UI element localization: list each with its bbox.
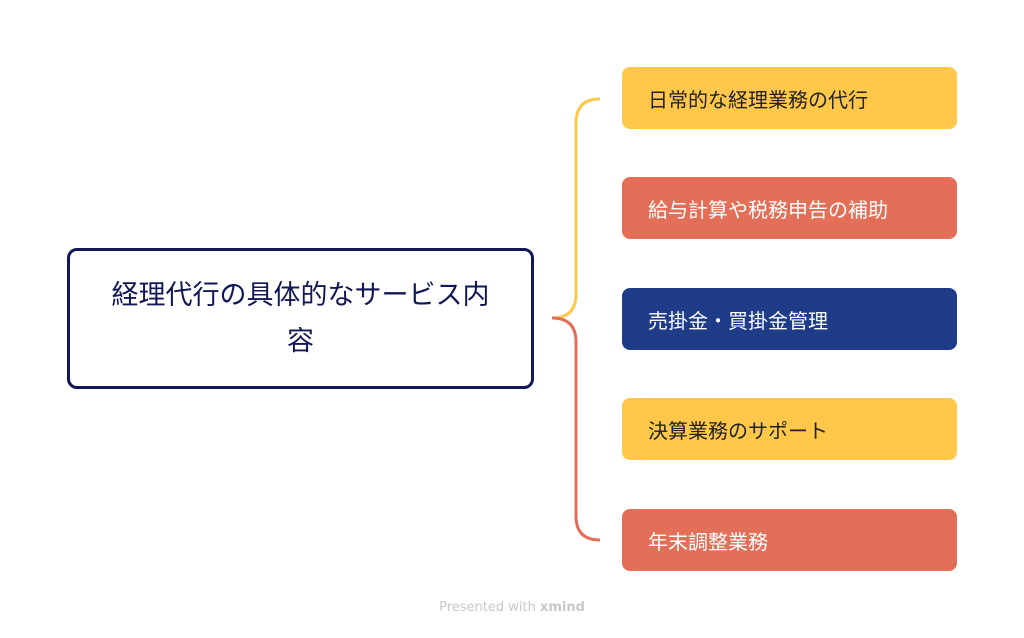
connector-upper bbox=[551, 97, 601, 320]
topic-label: 年末調整業務 bbox=[648, 529, 768, 554]
topic-3[interactable]: 決算業務のサポート bbox=[622, 398, 957, 460]
central-topic[interactable]: 経理代行の具体的なサービス内容 bbox=[67, 248, 534, 389]
topic-2[interactable]: 売掛金・買掛金管理 bbox=[622, 288, 957, 350]
connector-lower bbox=[551, 316, 601, 542]
topic-label: 売掛金・買掛金管理 bbox=[648, 308, 828, 333]
footer-prefix: Presented with bbox=[439, 600, 536, 615]
topic-0[interactable]: 日常的な経理業務の代行 bbox=[622, 67, 957, 129]
topic-label: 給与計算や税務申告の補助 bbox=[648, 197, 888, 222]
footer-brand: xmind bbox=[539, 600, 585, 615]
topic-label: 日常的な経理業務の代行 bbox=[648, 87, 868, 112]
topic-4[interactable]: 年末調整業務 bbox=[622, 509, 957, 571]
topic-1[interactable]: 給与計算や税務申告の補助 bbox=[622, 177, 957, 239]
central-topic-label: 経理代行の具体的なサービス内容 bbox=[111, 279, 490, 357]
footer-credit: Presented with xmind bbox=[0, 600, 1024, 615]
topic-label: 決算業務のサポート bbox=[648, 418, 828, 443]
